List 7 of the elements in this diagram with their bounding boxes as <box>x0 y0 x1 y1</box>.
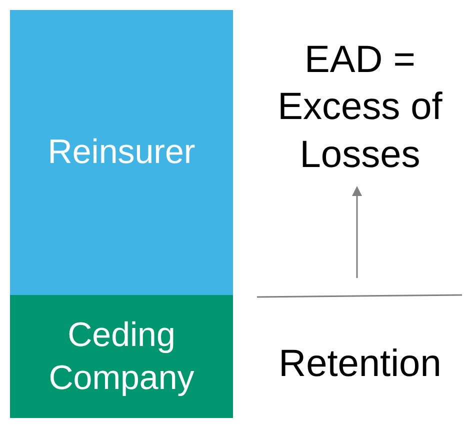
ceding-company-block <box>10 295 233 418</box>
reinsurer-block <box>10 10 233 295</box>
ead-label: EAD = Excess of Losses <box>276 38 444 178</box>
block-label: Reinsurer <box>48 132 196 174</box>
retention-label: Retention <box>278 342 442 388</box>
block-label: Ceding Company <box>48 315 196 398</box>
arrow <box>352 186 362 278</box>
